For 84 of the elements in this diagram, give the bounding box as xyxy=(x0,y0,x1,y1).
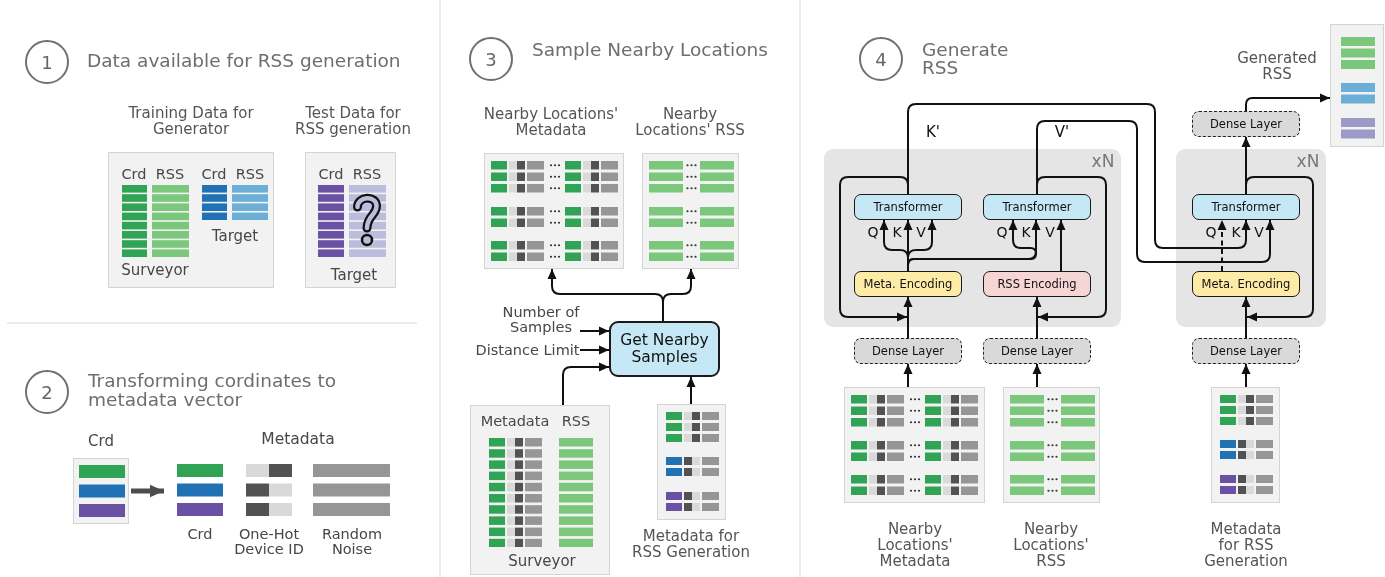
layer-box: Transformer xyxy=(854,194,962,220)
table-caption: Nearby Locations' Metadata xyxy=(876,521,954,569)
panel-heading: Test Data for RSS generation xyxy=(294,105,412,137)
column-label: Crd xyxy=(317,167,345,183)
layer-box: Transformer xyxy=(1192,194,1300,220)
arrow xyxy=(1032,296,1042,339)
edge-label: Q xyxy=(866,225,880,241)
arrow xyxy=(1245,93,1331,112)
table-caption: Nearby Locations' RSS xyxy=(634,106,746,138)
edge-label: V xyxy=(915,225,927,241)
column-label: RSS xyxy=(561,414,591,430)
step-number: 2 xyxy=(25,370,69,414)
step-number: 1 xyxy=(25,40,69,84)
panel-heading: Metadata xyxy=(260,431,336,449)
data-panel xyxy=(1330,24,1384,147)
layer-box: Transformer xyxy=(983,194,1091,220)
edge-label: V' xyxy=(1054,124,1070,141)
table-caption: Nearby Locations' Metadata xyxy=(483,106,619,138)
arrow xyxy=(1241,363,1251,388)
table-caption: Target xyxy=(330,267,378,284)
section-heading: Generate RSS xyxy=(922,41,1010,77)
layer-box: Meta. Encoding xyxy=(854,271,962,297)
table-caption: One-Hot Device ID xyxy=(233,527,305,556)
edge-label: K' xyxy=(925,124,941,141)
arrow xyxy=(1032,363,1042,388)
section-heading: Transforming cordinates to metadata vector xyxy=(88,371,337,409)
arrow xyxy=(839,176,909,322)
table-caption: Surveyor xyxy=(507,553,577,570)
column-label: Metadata xyxy=(480,414,550,430)
column-label: RSS xyxy=(235,167,265,183)
arrow xyxy=(562,362,610,406)
layer-box: Dense Layer xyxy=(854,338,962,364)
section-heading: Data available for RSS generation xyxy=(87,51,402,71)
step-number: 3 xyxy=(469,37,513,81)
arrow xyxy=(903,296,913,339)
repeat-block xyxy=(1176,149,1326,327)
edge-label: K xyxy=(891,225,903,241)
layer-box: Dense Layer xyxy=(1192,338,1300,364)
arrow xyxy=(686,376,696,405)
parameter-label: Number of Samples xyxy=(502,305,580,335)
process-box: Get Nearby Samples xyxy=(609,321,720,377)
edge-label: V xyxy=(1044,225,1056,241)
edge-label: Q xyxy=(1204,225,1218,241)
layer-box: Dense Layer xyxy=(983,338,1091,364)
port-label: K xyxy=(1230,225,1242,241)
step-number: 4 xyxy=(859,37,903,81)
arrow xyxy=(131,484,164,498)
repeat-count: xN xyxy=(1091,152,1115,171)
table-caption: Target xyxy=(211,228,259,245)
table-caption: Crd xyxy=(186,527,214,542)
table-caption: Metadata for RSS Generation xyxy=(631,528,751,560)
column-label: Crd xyxy=(200,167,228,183)
arrow xyxy=(579,345,610,355)
table-caption: Metadata for RSS Generation xyxy=(1203,521,1289,569)
column-label: RSS xyxy=(155,167,185,183)
panel-heading: Training Data for Generator xyxy=(127,105,255,137)
arrow xyxy=(1245,176,1314,322)
data-panel xyxy=(470,405,610,575)
edge-label: Q xyxy=(995,225,1009,241)
repeat-block xyxy=(824,149,1121,327)
layer-box: RSS Encoding xyxy=(983,271,1091,297)
layer-box: Dense Layer xyxy=(1192,111,1300,137)
arrow xyxy=(903,363,913,388)
arrow xyxy=(662,268,696,322)
table-caption: Generated RSS xyxy=(1236,50,1318,82)
column-label: RSS xyxy=(352,167,382,183)
table-caption: Random Noise xyxy=(321,527,383,556)
arrow xyxy=(1036,176,1107,322)
repeat-count: xN xyxy=(1296,152,1320,171)
section-heading: Sample Nearby Locations xyxy=(532,40,769,60)
arrow xyxy=(1036,120,1275,263)
column-label: Crd xyxy=(120,167,148,183)
arrow xyxy=(579,326,610,336)
table-caption: Nearby Locations' RSS xyxy=(1012,521,1090,569)
panel-heading: Crd xyxy=(87,433,115,450)
arrow xyxy=(907,103,1251,249)
table-caption: Surveyor xyxy=(120,262,190,279)
arrow xyxy=(1217,219,1227,272)
port-label: V xyxy=(1253,225,1265,241)
arrow xyxy=(1056,219,1066,272)
arrow xyxy=(1241,296,1251,339)
layer-box: Meta. Encoding xyxy=(1192,271,1300,297)
parameter-label: Distance Limit xyxy=(475,343,580,358)
edge-label: K xyxy=(1020,225,1032,241)
